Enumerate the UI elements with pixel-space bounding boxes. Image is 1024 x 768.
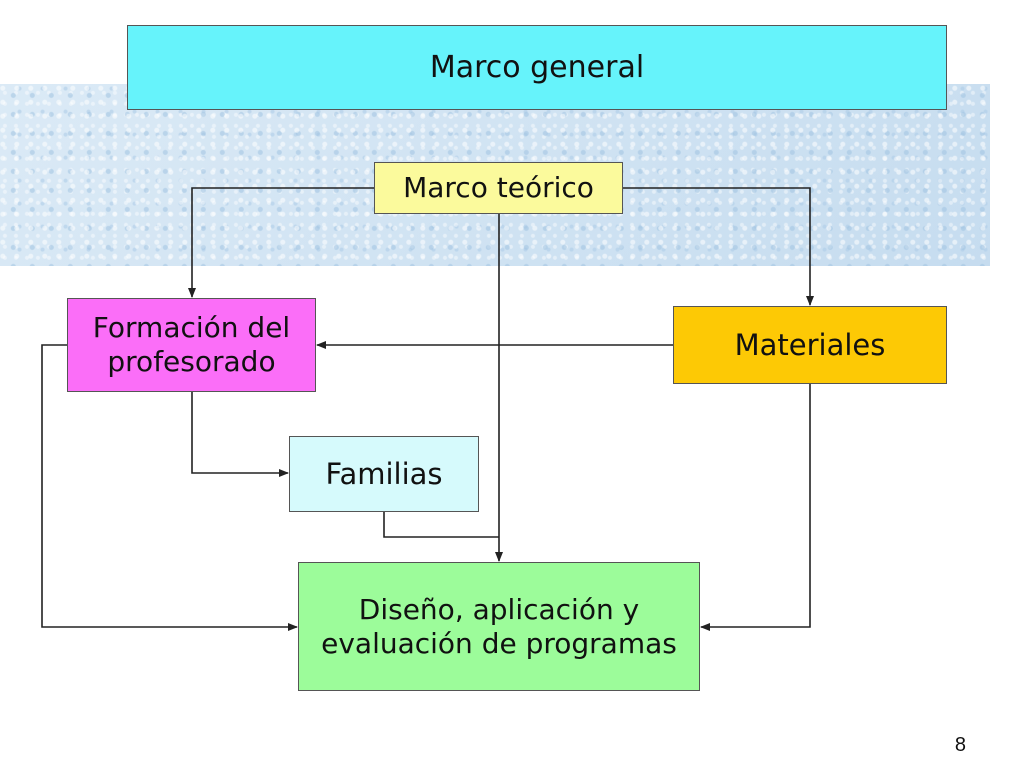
page-number: 8 xyxy=(954,734,966,756)
node-diseno-label-line1: Diseño, aplicación y xyxy=(358,592,640,626)
node-marco-teorico: Marco teórico xyxy=(374,162,623,214)
node-materiales: Materiales xyxy=(673,306,947,384)
edge-materiales-to-diseno xyxy=(700,384,811,631)
node-familias-label: Familias xyxy=(325,456,443,491)
node-diseno-programas: Diseño, aplicación y evaluación de progr… xyxy=(298,562,700,691)
node-marco-general: Marco general xyxy=(127,25,947,110)
node-formacion-label-line2: profesorado xyxy=(107,345,276,378)
edge-familias-to-diseno xyxy=(383,512,499,538)
node-marco-teorico-label: Marco teórico xyxy=(403,171,594,205)
edge-formacion-to-familias xyxy=(191,392,289,477)
node-formacion-label-line1: Formación del xyxy=(92,311,291,345)
node-formacion-profesorado: Formación del profesorado xyxy=(67,298,316,392)
node-materiales-label: Materiales xyxy=(734,327,886,362)
node-marco-general-label: Marco general xyxy=(429,49,645,85)
node-familias: Familias xyxy=(289,436,479,512)
node-diseno-label-line2: evaluación de programas xyxy=(321,626,677,660)
